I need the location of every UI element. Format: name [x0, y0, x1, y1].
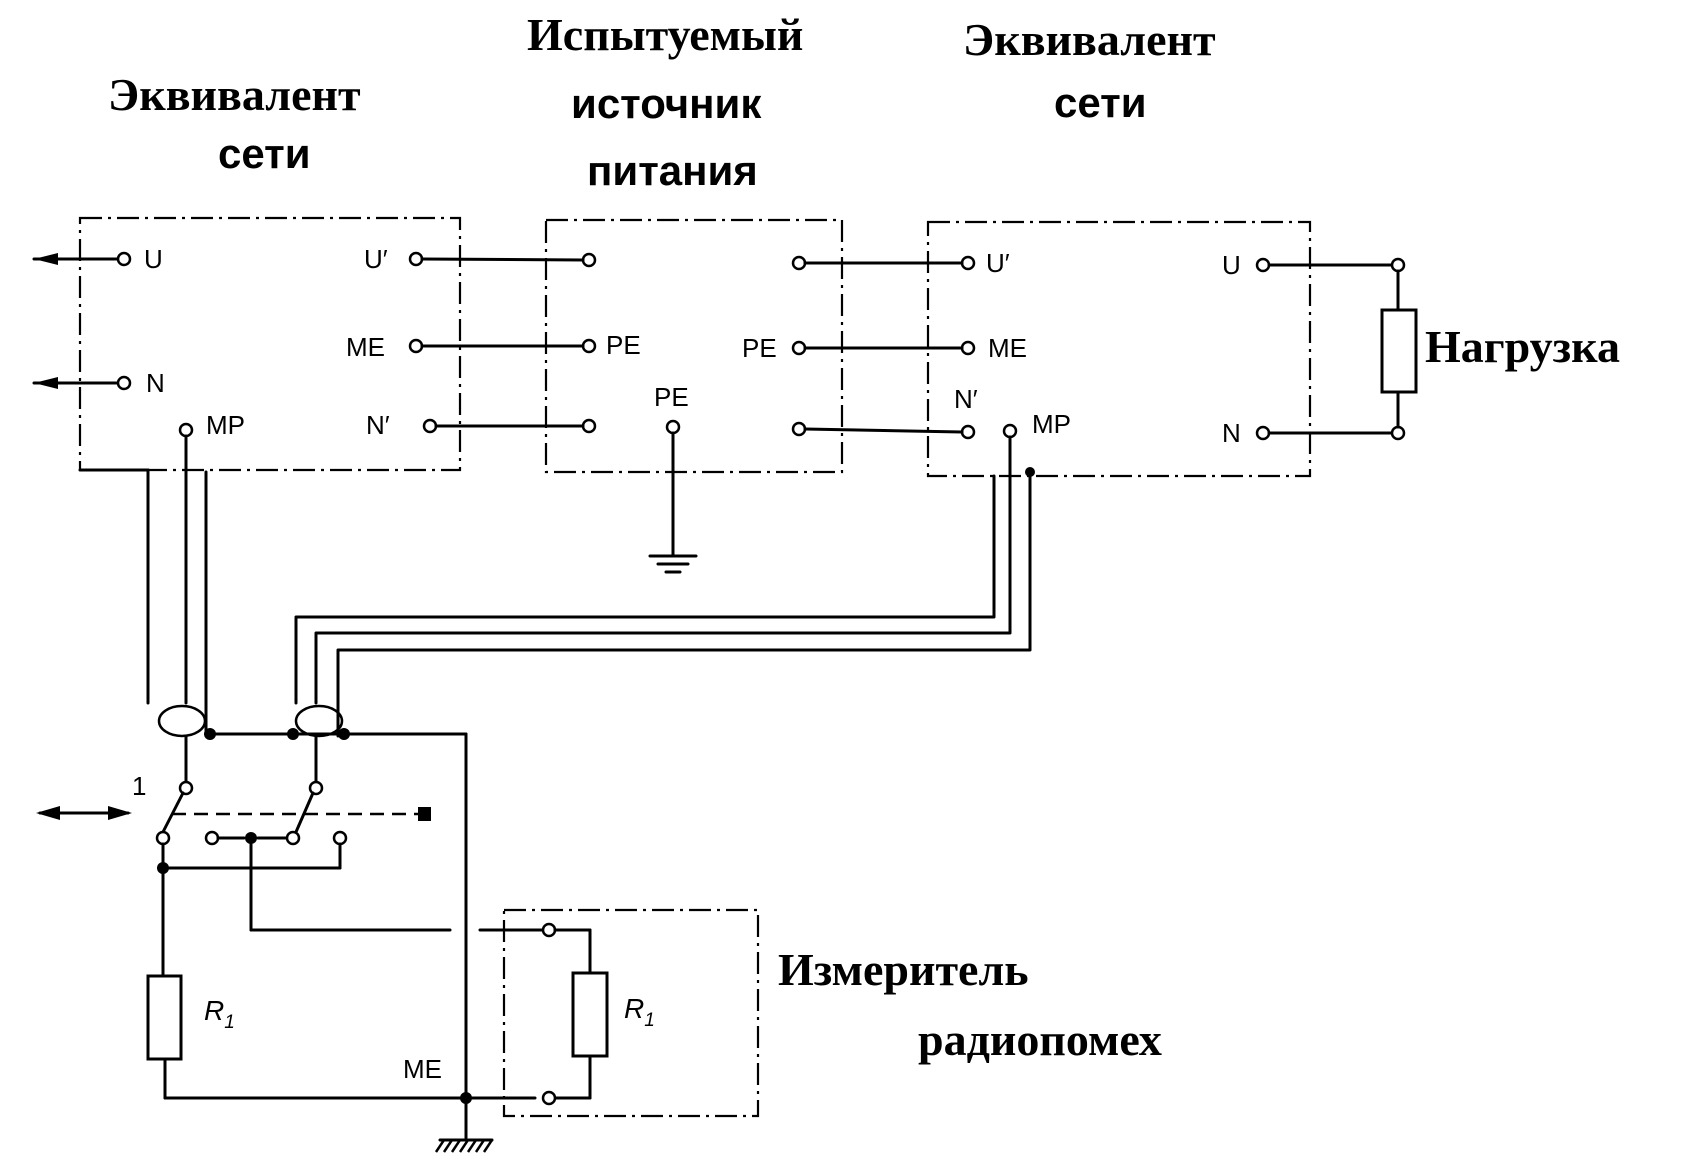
right-network-nprime-label: N′: [954, 384, 978, 414]
source-title-line2: источник: [571, 80, 762, 127]
left-network-title: Эквивалент сети: [108, 69, 361, 177]
meter-title: Измеритель радиопомех: [778, 944, 1162, 1065]
right-network-me-label: ME: [988, 333, 1027, 363]
left-mp-coax: [78, 434, 208, 736]
right-network-u-terminal: [1255, 257, 1271, 273]
left-network-box: [78, 216, 462, 472]
ground-me-label: ME: [403, 1054, 442, 1084]
source-input-pe-label: PE: [606, 330, 641, 360]
arrow-left-icon: [34, 253, 58, 265]
switch-left-pivot: [178, 780, 194, 796]
left-network-uprime-label: U′: [364, 244, 388, 274]
source-input-pe-terminal: [581, 338, 597, 354]
source-input-n-terminal: [581, 418, 597, 434]
source-ground-pe-label: PE: [654, 382, 689, 412]
left-network-n-terminal: N: [32, 368, 165, 398]
right-network-title: Эквивалент сети: [963, 14, 1216, 126]
left-network-n-label: N: [146, 368, 165, 398]
ground-icon: [648, 431, 698, 574]
right-network-mp-terminal: [1002, 423, 1018, 439]
source-title-line3: питания: [587, 147, 758, 194]
left-network-mp-terminal: [178, 422, 194, 438]
selector-switch[interactable]: 1: [36, 734, 431, 846]
left-network-u-label: U: [144, 244, 163, 274]
left-network-uprime-terminal: [408, 251, 424, 267]
right-network-uprime-terminal: [960, 255, 976, 271]
meter-r1-label: R1: [624, 993, 655, 1031]
left-r1-resistor: R1: [146, 974, 537, 1100]
load-resistor: [1267, 257, 1418, 441]
switch-contact-a: [204, 830, 220, 846]
right-network-u-label: U: [1222, 250, 1241, 280]
left-network-me-label: ME: [346, 332, 385, 362]
left-r1-label: R1: [204, 995, 235, 1033]
source-output-pe-label: PE: [742, 333, 777, 363]
source-title: Испытуемый источник питания: [527, 9, 803, 194]
interconnect-wires: [420, 257, 964, 434]
left-network-nprime-label: N′: [366, 410, 390, 440]
shield-bus: [204, 728, 468, 1100]
source-ground-pe-terminal: [665, 419, 681, 435]
left-network-title-line1: Эквивалент: [108, 69, 361, 120]
source-output-l-terminal: [791, 255, 807, 271]
left-network-u-terminal: U: [32, 244, 163, 274]
right-network-box: [926, 220, 1312, 478]
ground-me: ME: [403, 1054, 494, 1153]
meter-title-line2: радиопомех: [918, 1014, 1162, 1065]
source-output-pe-terminal: [791, 340, 807, 356]
left-network-me-terminal: [408, 338, 424, 354]
left-network-mp-label: MP: [206, 410, 245, 440]
switch-left-contact: [155, 830, 171, 846]
meter-title-line1: Измеритель: [778, 944, 1029, 995]
double-arrow-icon: [36, 806, 132, 820]
source-input-l-terminal: [581, 252, 597, 268]
meter-box: [502, 908, 760, 1118]
right-network-mp-label: MP: [1032, 409, 1071, 439]
switch-output-wires: [157, 842, 452, 978]
source-title-line1: Испытуемый: [527, 9, 803, 60]
right-network-uprime-label: U′: [986, 248, 1010, 278]
switch-position-label: 1: [132, 771, 146, 801]
right-network-title-line1: Эквивалент: [963, 14, 1216, 65]
left-network-title-line2: сети: [218, 130, 311, 177]
left-network-nprime-terminal: [422, 418, 438, 434]
right-mp-coax: [294, 435, 1035, 738]
source-output-n-terminal: [791, 421, 807, 437]
right-network-n-terminal: [1255, 425, 1271, 441]
switch-contact-c: [332, 830, 348, 846]
right-coax-shield-ring: [294, 704, 344, 738]
left-coax-shield-ring: [157, 704, 207, 738]
meter-input: R1: [478, 922, 655, 1106]
right-network-title-line2: сети: [1054, 79, 1147, 126]
arrow-left-icon: [34, 377, 58, 389]
right-network-n-label: N: [1222, 418, 1241, 448]
load-title: Нагрузка: [1425, 321, 1620, 372]
chassis-ground-icon: [434, 1138, 494, 1153]
switch-contact-b: [285, 830, 301, 846]
switch-right-pivot: [308, 780, 324, 796]
right-network-nprime-terminal: [960, 424, 976, 440]
right-network-me-terminal: [960, 340, 976, 356]
